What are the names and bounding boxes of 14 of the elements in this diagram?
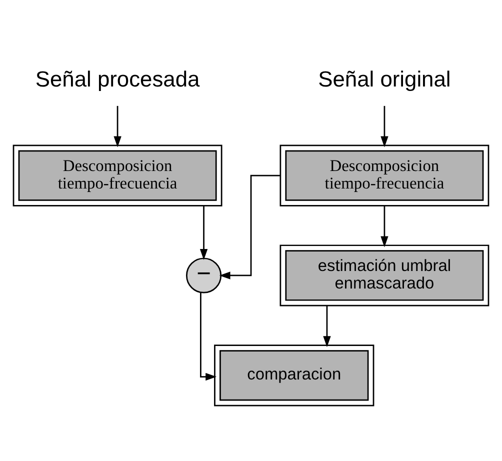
- arrow: [200, 206, 208, 260]
- node-circle: −: [186, 257, 222, 293]
- node-box: Descomposicion tiempo-frecuencia: [280, 144, 490, 206]
- node-text: Señal procesada: [35, 66, 200, 91]
- arrow: [219, 174, 280, 279]
- arrow: [380, 206, 388, 247]
- node-box: comparacion: [214, 344, 374, 406]
- node-box: Descomposicion tiempo-frecuencia: [12, 144, 222, 206]
- arrow: [114, 105, 122, 147]
- arrow: [200, 292, 217, 380]
- arrow: [323, 306, 331, 347]
- node-text: Señal original: [318, 66, 451, 91]
- node-box: estimación umbral enmascarado: [280, 244, 490, 306]
- arrow: [380, 105, 388, 147]
